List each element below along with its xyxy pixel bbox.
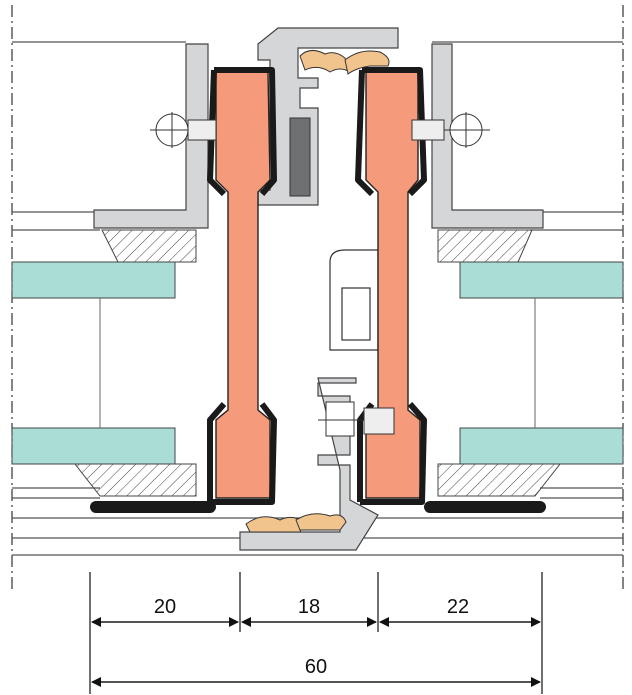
spacer-right-upper <box>437 229 533 263</box>
seal-brushes <box>245 50 390 533</box>
screw-icon <box>411 112 490 148</box>
center-panel <box>329 249 379 351</box>
dimension-20: 20 <box>154 596 176 618</box>
break-frames <box>207 67 427 505</box>
screw-icon <box>318 401 395 437</box>
dimension-lines <box>89 572 543 694</box>
seal-top <box>299 50 351 74</box>
thermal-break-left <box>215 71 271 499</box>
angle-left <box>93 43 209 229</box>
thermal-breaks <box>215 71 421 499</box>
spacer-left-upper <box>101 229 197 263</box>
seal-bottom-2 <box>295 513 347 531</box>
screw-icon <box>150 112 217 148</box>
spacer-right-lower <box>437 463 562 497</box>
dimension-60: 60 <box>305 656 327 678</box>
glass-left-upper <box>11 261 176 299</box>
angle-right <box>431 43 544 229</box>
dimension-18: 18 <box>298 596 320 618</box>
seal-bottom <box>245 516 305 533</box>
glass-right-lower <box>459 427 624 465</box>
spacer-left-lower <box>73 463 197 497</box>
glass-right-upper <box>459 261 624 299</box>
glass-panes <box>11 261 624 465</box>
spacer-blocks <box>73 229 562 497</box>
seal-top-2 <box>344 50 390 75</box>
dimension-22: 22 <box>447 596 469 618</box>
dark-insert <box>289 117 311 197</box>
glass-left-lower <box>11 427 176 465</box>
